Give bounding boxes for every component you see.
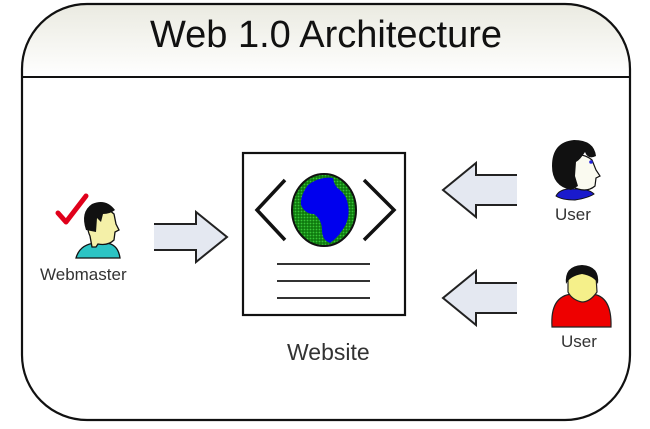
shirt: [75, 242, 121, 259]
header-background: [22, 4, 630, 77]
hair: [84, 202, 115, 232]
frame-border: [20, 2, 632, 422]
hair: [552, 140, 596, 190]
arrow-webmaster-to-website: [154, 209, 229, 265]
user-top-icon: [552, 140, 601, 201]
checkmark-icon: [55, 193, 89, 225]
website-icon: [241, 151, 407, 317]
diagram-title: Web 1.0 Architecture: [149, 14, 503, 56]
hair: [565, 265, 599, 284]
arrow-user-bottom-to-website: [441, 268, 517, 328]
webmaster-icon: [55, 193, 121, 259]
left-angle-bracket-icon: [254, 178, 287, 242]
user-top-label: User: [555, 205, 591, 224]
arrow-user-top-to-website: [441, 160, 517, 220]
website-label: Website: [287, 339, 370, 365]
webmaster-label: Webmaster: [40, 265, 127, 284]
collar: [555, 188, 595, 201]
user-bottom-icon: [551, 265, 612, 328]
frame: [20, 2, 632, 422]
user-bottom-label: User: [561, 332, 597, 351]
eye: [589, 160, 593, 164]
right-angle-bracket-icon: [362, 178, 397, 242]
globe-icon: [291, 173, 357, 247]
